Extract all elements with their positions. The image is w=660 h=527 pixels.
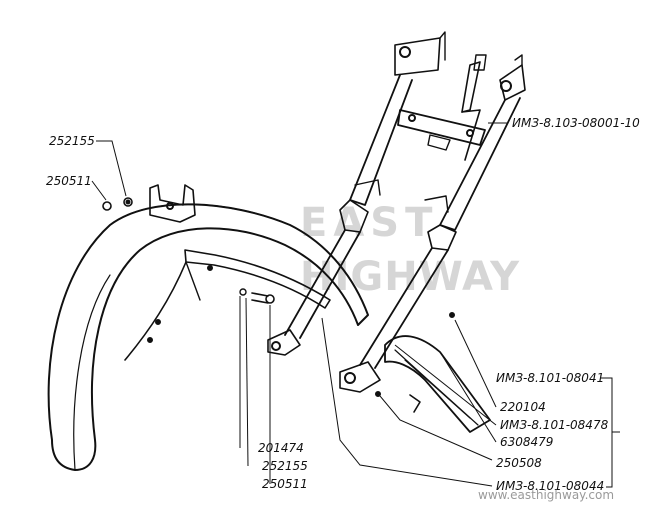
watermark-east: EAST — [300, 200, 439, 246]
callout-08044: ИМЗ-8.101-08044 — [496, 479, 605, 493]
left-fork-leg — [267, 31, 446, 356]
callout-252155-top: 252155 — [49, 134, 95, 148]
callout-250511-top: 250511 — [46, 174, 92, 188]
leader-lines — [91, 122, 620, 488]
callout-08478: ИМЗ-8.101-08478 — [500, 418, 609, 432]
callout-6308479: 6308479 — [500, 435, 554, 449]
watermark-url: www.easthighway.com — [478, 488, 615, 502]
hardware — [102, 197, 455, 397]
lower-crown — [397, 109, 486, 151]
right-fork-leg — [339, 54, 526, 393]
callout-201474: 201474 — [258, 441, 304, 455]
callout-250508: 250508 — [496, 456, 542, 470]
callout-252155-bottom: 252155 — [262, 459, 308, 473]
callout-220104: 220104 — [500, 400, 546, 414]
callout-fork-assembly: ИМЗ-8.103-08001-10 — [512, 116, 640, 130]
fender — [47, 184, 369, 471]
callout-250511-bottom: 250511 — [262, 477, 308, 491]
fork-slider-plate — [384, 335, 491, 433]
callout-08041: ИМЗ-8.101-08041 — [496, 371, 605, 385]
